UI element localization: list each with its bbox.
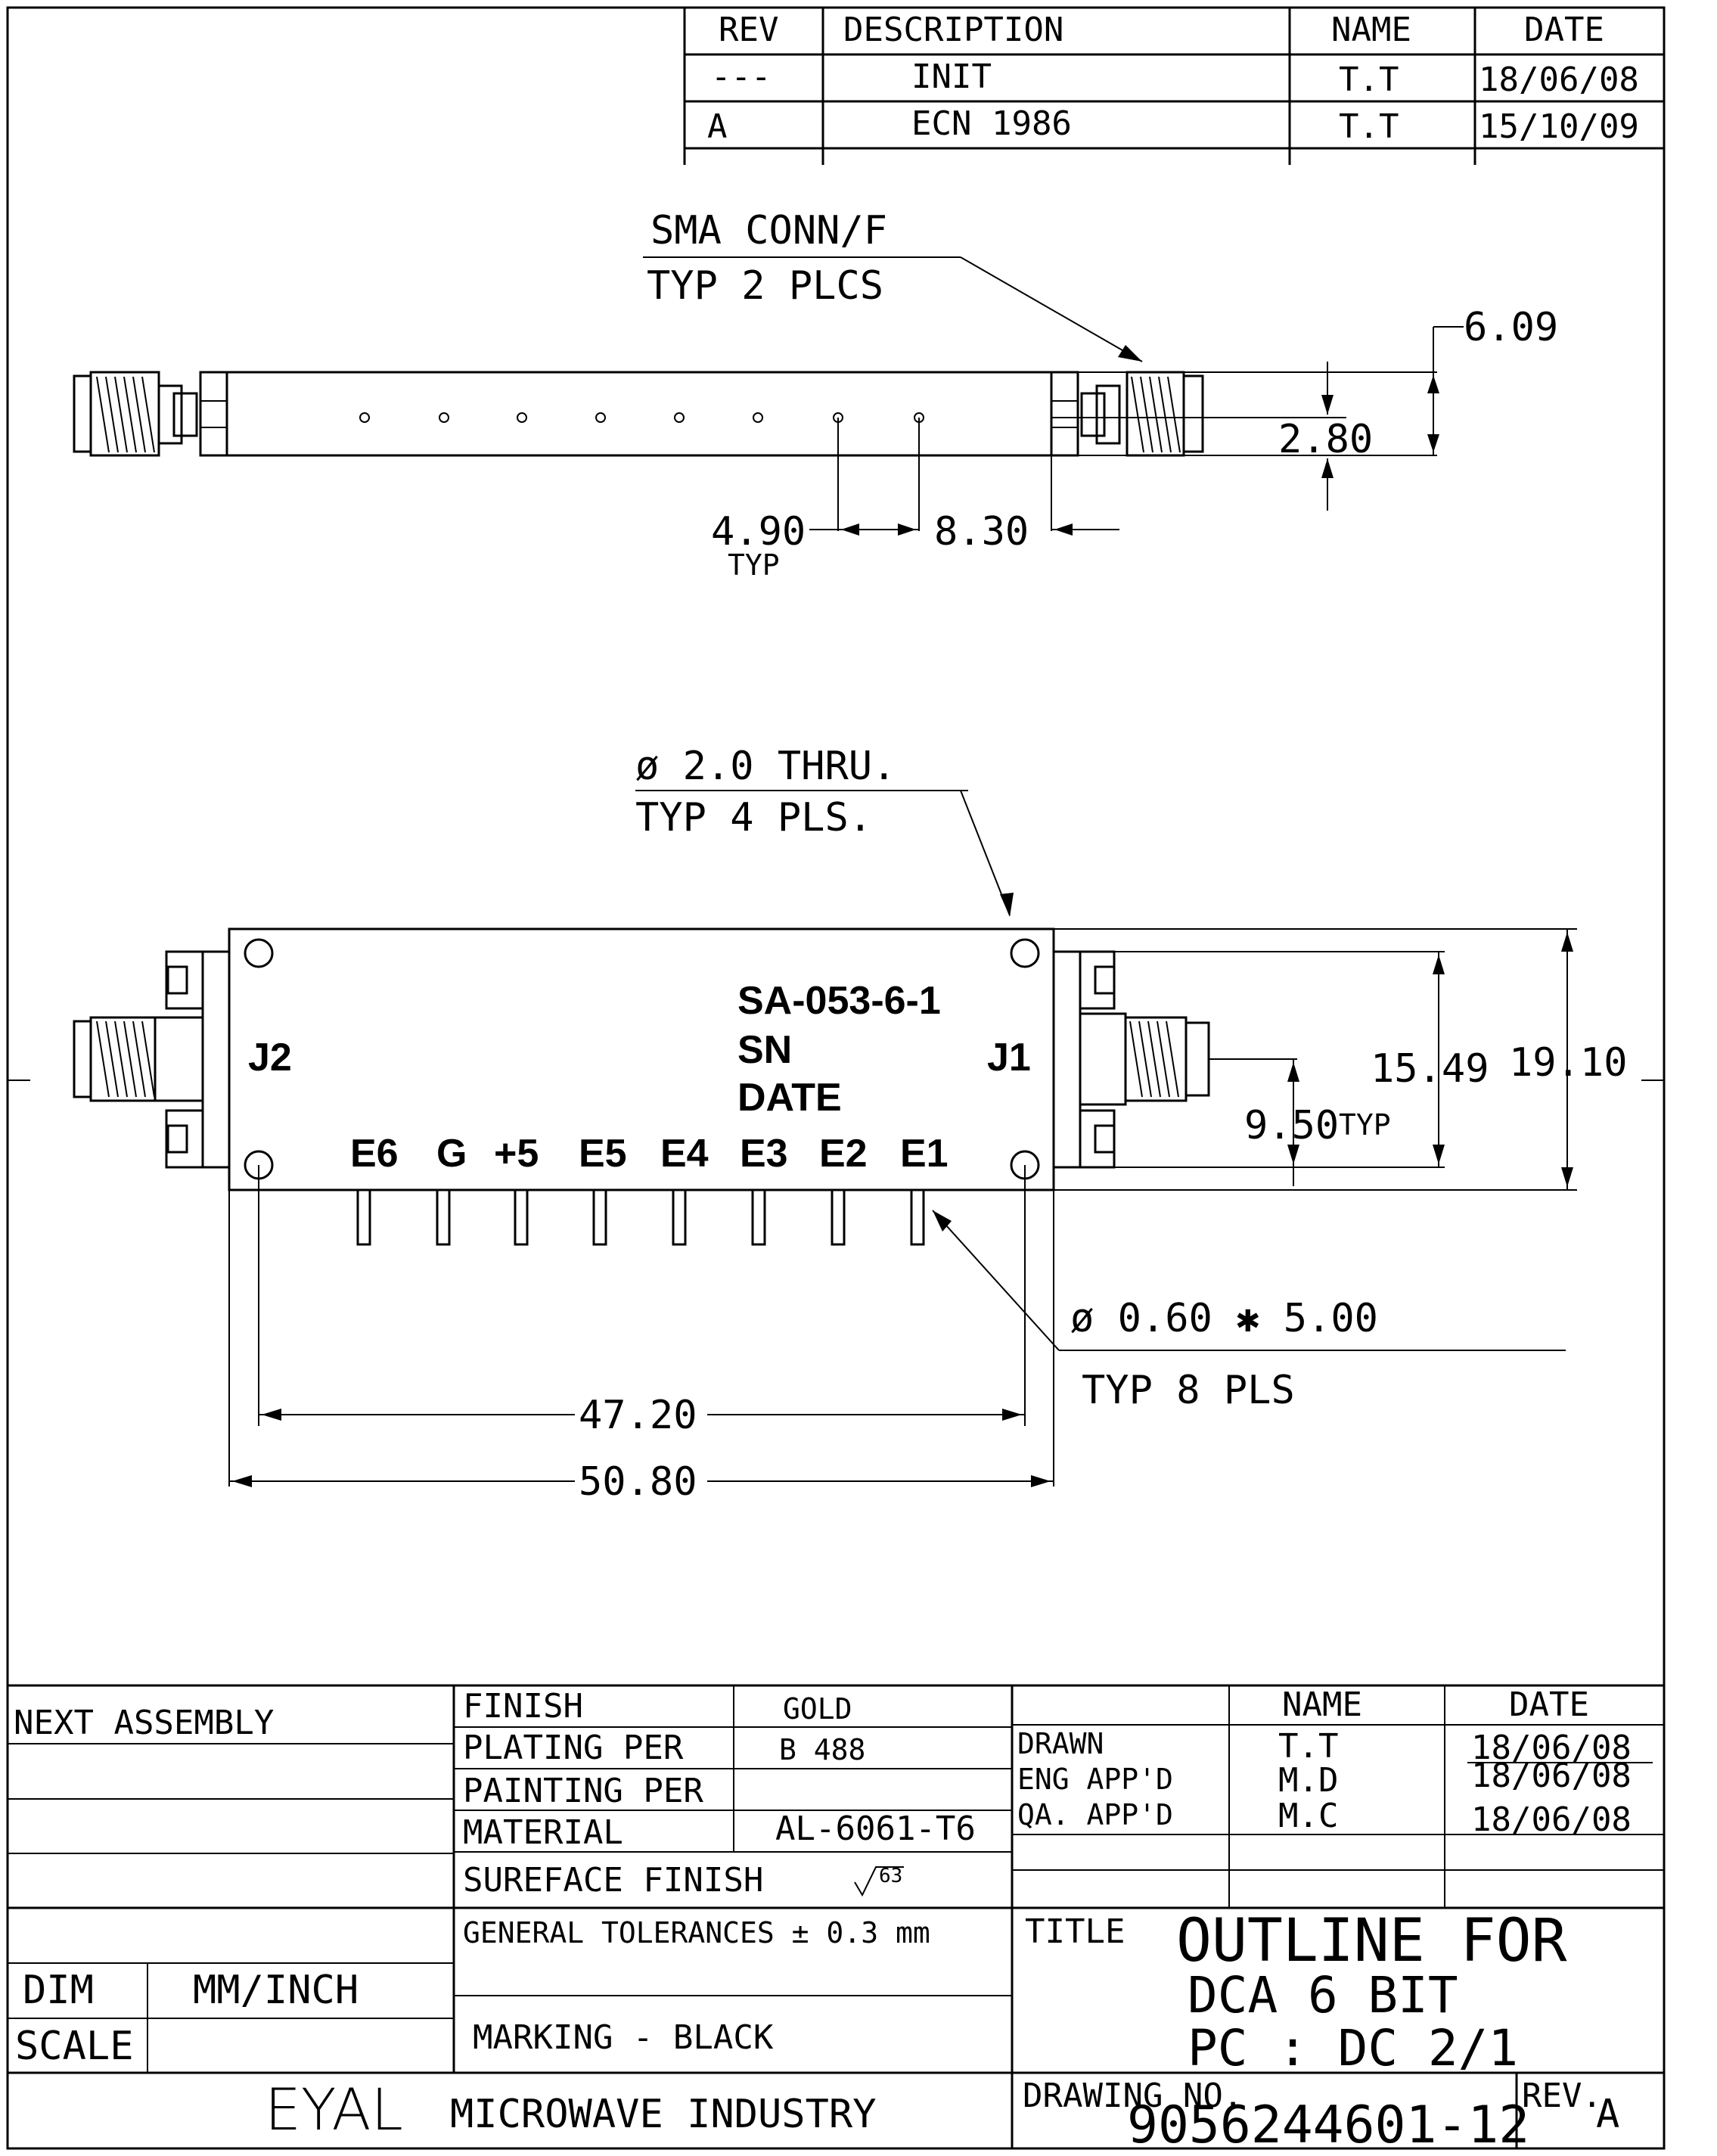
serial-number-label: SN <box>737 1028 792 1072</box>
hole-callout-line2: TYP 4 PLS. <box>635 795 872 840</box>
pin-leader-line <box>932 1210 1060 1351</box>
pin-label: G <box>436 1132 467 1176</box>
surface-finish-value: 63 <box>879 1865 902 1887</box>
revision-table: REV DESCRIPTION NAME DATE --- INIT T.T 1… <box>683 8 1664 165</box>
sma-callout-line2: TYP 2 PLCS <box>647 263 883 309</box>
description-header: DESCRIPTION <box>843 11 1063 49</box>
pin-label: E2 <box>819 1132 868 1176</box>
left-sma-connector-top <box>73 950 231 1169</box>
sma-leader-line <box>960 256 1143 362</box>
name-cell: T.T <box>1339 61 1399 99</box>
mount-hole <box>244 938 274 968</box>
rev-value: A <box>1596 2092 1619 2137</box>
drawing-title-line3: PC : DC 2/1 <box>1188 2019 1518 2077</box>
right-sma-connector-side <box>1050 371 1204 457</box>
dim-value: MM/INCH <box>193 1968 359 2013</box>
rev-label: REV. <box>1522 2077 1602 2115</box>
title-label: TITLE <box>1025 1912 1125 1951</box>
pin-holes-side <box>359 412 924 423</box>
name-cell: T.T <box>1339 107 1399 146</box>
dim-height: 6.09 <box>1464 305 1558 350</box>
company-name-rest: MICROWAVE INDUSTRY <box>450 2092 877 2137</box>
finish-value: GOLD <box>783 1692 852 1726</box>
marking-label: MARKING - BLACK <box>473 2018 774 2057</box>
title-block: NEXT ASSEMBLY DIM MM/INCH SCALE FINISH G… <box>8 1684 1664 2155</box>
pin-label: E4 <box>660 1132 709 1176</box>
qa-approval-name: M.C <box>1278 1797 1338 1835</box>
dim-width: 19.10 <box>1509 1040 1628 1086</box>
company-name: EYAL <box>265 2076 403 2143</box>
approvals-date-header: DATE <box>1509 1685 1589 1724</box>
pins-top <box>356 1188 925 1246</box>
dim-end: 8.30 <box>934 509 1029 555</box>
drawn-date: 18/06/08 <box>1471 1729 1632 1767</box>
pin-label: E1 <box>900 1132 949 1176</box>
side-view: SMA CONN/F TYP 2 PLCS <box>73 208 1558 582</box>
dim-conn: 9.50 <box>1244 1103 1339 1148</box>
dim-pitch-note: TYP <box>728 548 780 582</box>
finish-label: FINISH <box>463 1687 583 1726</box>
painting-label: PAINTING PER <box>463 1772 703 1810</box>
next-assembly-label: NEXT ASSEMBLY <box>14 1704 274 1742</box>
rev-cell: A <box>707 107 728 146</box>
module-body-side <box>225 371 1053 457</box>
sheet-border <box>6 6 1666 2150</box>
drawn-name: T.T <box>1278 1727 1338 1766</box>
plating-value: B 488 <box>779 1733 865 1766</box>
drawn-label: DRAWN <box>1017 1727 1104 1760</box>
hole-callout-line1: ø 2.0 THRU. <box>635 744 896 789</box>
right-sma-connector-top <box>1052 950 1297 1169</box>
pin-label: +5 <box>494 1132 539 1176</box>
drawing-number-label: DRAWING NO. <box>1023 2077 1243 2115</box>
pin-spec-line1: ø 0.60 ✱ 5.00 <box>1070 1296 1378 1341</box>
dim-pitch: 4.90 <box>711 509 806 555</box>
eng-approval-label: ENG APP'D <box>1017 1763 1173 1796</box>
dim-hole-span: 15.49 <box>1371 1046 1489 1092</box>
material-value: AL-6061-T6 <box>775 1810 976 1848</box>
dim-conn-note: TYP <box>1339 1108 1391 1142</box>
dim-hole-pitch: 47.20 <box>579 1393 697 1438</box>
rev-header: REV <box>719 11 778 49</box>
date-cell: 15/10/09 <box>1479 107 1639 146</box>
pin-label: E3 <box>740 1132 788 1176</box>
top-view: ø 2.0 THRU. TYP 4 PLS. <box>8 744 1664 1505</box>
part-number-label: SA-053-6-1 <box>737 979 941 1023</box>
tolerance-label: GENERAL TOLERANCES ± 0.3 mm <box>463 1916 930 1949</box>
mount-hole <box>1010 938 1040 968</box>
dim-label: DIM <box>23 1968 94 2013</box>
drawing-title-line1: OUTLINE FOR <box>1176 1907 1567 1975</box>
pin-spec-line2: TYP 8 PLS <box>1082 1368 1295 1413</box>
date-header: DATE <box>1524 11 1604 49</box>
approvals-name-header: NAME <box>1282 1685 1362 1724</box>
arrow-head <box>1118 345 1142 362</box>
description-cell: INIT <box>911 57 992 96</box>
material-label: MATERIAL <box>463 1813 623 1852</box>
plating-label: PLATING PER <box>463 1729 684 1767</box>
name-header: NAME <box>1331 11 1411 49</box>
date-cell: 18/06/08 <box>1479 61 1639 99</box>
eng-approval-name: M.D <box>1278 1761 1338 1800</box>
surface-finish-label: SUREFACE FINISH <box>463 1861 763 1900</box>
surface-finish-symbol <box>854 1866 904 1897</box>
sma-callout-line1: SMA CONN/F <box>650 208 887 253</box>
port-label-j2: J2 <box>248 1036 292 1080</box>
drawing-number: 9056244601-12 <box>1127 2095 1529 2155</box>
date-marking-label: DATE <box>737 1076 842 1120</box>
drawing-title-line2: DCA 6 BIT <box>1188 1966 1458 2024</box>
pin-label: E5 <box>579 1132 627 1176</box>
qa-approval-date: 18/06/08 <box>1471 1800 1632 1839</box>
dim-center: 2.80 <box>1278 417 1373 462</box>
qa-approval-label: QA. APP'D <box>1017 1798 1173 1831</box>
left-sma-connector-side <box>73 371 228 457</box>
description-cell: ECN 1986 <box>911 104 1072 143</box>
scale-label: SCALE <box>15 2024 134 2069</box>
dim-length: 50.80 <box>579 1459 697 1505</box>
pin-label: E6 <box>350 1132 399 1176</box>
rev-cell: --- <box>711 57 771 96</box>
port-label-j1: J1 <box>987 1036 1031 1080</box>
